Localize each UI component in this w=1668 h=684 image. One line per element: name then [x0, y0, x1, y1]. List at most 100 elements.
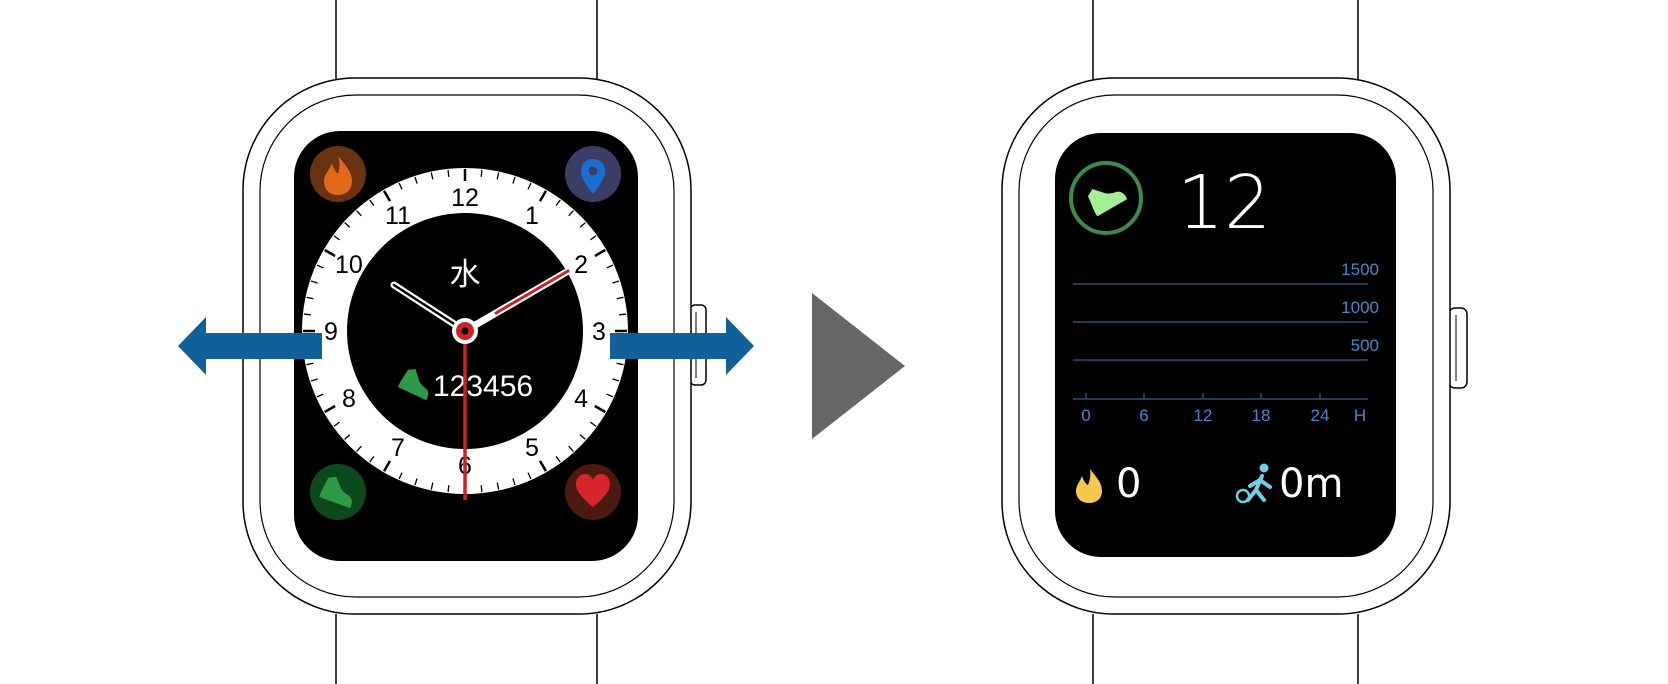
- swipe-right-arrow: [610, 317, 754, 375]
- dial-minor-tick: [579, 222, 586, 228]
- location-pin-icon: [565, 146, 621, 202]
- dial-minor-tick: [398, 472, 403, 480]
- left-watch: 121234567891011 水 123456: [178, 0, 754, 684]
- dial-minor-tick: [512, 478, 516, 486]
- dial-minor-tick: [616, 296, 624, 300]
- dial-minor-tick: [606, 393, 614, 398]
- dial-numbers: 121234567891011: [324, 184, 606, 480]
- dial-minor-tick: [480, 485, 483, 493]
- dial-minor-tick: [480, 169, 483, 177]
- steps-counter: 123456: [397, 365, 533, 403]
- hub-center: [461, 327, 469, 335]
- dial-minor-tick: [447, 169, 450, 177]
- dial-minor-tick: [590, 421, 597, 427]
- dial-minor-tick: [369, 199, 375, 206]
- dial-number: 10: [335, 251, 363, 279]
- step-ring-icon: [1069, 161, 1143, 235]
- graph-x-label: 24: [1311, 406, 1330, 425]
- dial-minor-tick: [398, 182, 403, 190]
- graph-x-ticks: [1085, 393, 1321, 399]
- dial-number: 1: [525, 202, 539, 230]
- dial-number: 12: [451, 184, 479, 212]
- dial-minor-tick: [430, 172, 434, 180]
- dial-major-tick: [594, 248, 606, 258]
- dial-minor-tick: [555, 199, 561, 206]
- step-value: 12: [1177, 160, 1271, 246]
- dial-minor-tick: [512, 176, 516, 184]
- dial-minor-tick: [333, 235, 340, 241]
- dial-minor-tick: [612, 378, 620, 382]
- distance-value: 0m: [1279, 461, 1343, 507]
- day-of-week: 水: [450, 257, 481, 293]
- dial-ticks: [303, 169, 627, 493]
- play-arrow-icon: [812, 293, 905, 439]
- dial-major-tick: [324, 404, 336, 414]
- calories-stat: 0: [1076, 461, 1141, 507]
- dial-major-tick: [382, 190, 392, 202]
- clock-hands: [390, 266, 574, 500]
- right-watch: 12 1500 1000 500 0 6 12 18 24 H 0: [1001, 0, 1468, 684]
- dial-minor-tick: [568, 210, 574, 217]
- step-count: 123456: [433, 370, 533, 403]
- dial-major-tick: [538, 460, 548, 472]
- dial-number: 5: [525, 434, 539, 462]
- dial-minor-tick: [606, 264, 614, 269]
- dial-minor-tick: [555, 456, 561, 463]
- dial-minor-tick: [306, 296, 314, 300]
- dial-minor-tick: [612, 280, 620, 284]
- dial-minor-tick: [590, 235, 597, 241]
- minute-hand-accent: [494, 269, 570, 315]
- heart-icon: [565, 464, 621, 520]
- dial-minor-tick: [344, 222, 351, 228]
- graph-x-label: 18: [1252, 406, 1271, 425]
- flame-icon: [310, 146, 366, 202]
- dial-minor-tick: [369, 456, 375, 463]
- dial-minor-tick: [579, 434, 586, 440]
- dial-minor-tick: [496, 172, 500, 180]
- dial-minor-tick: [316, 264, 324, 269]
- graph-x-unit: H: [1354, 406, 1366, 425]
- dial-minor-tick: [414, 176, 418, 184]
- dial-number: 11: [385, 202, 411, 230]
- dial-number: 4: [574, 385, 588, 413]
- dial-number: 7: [391, 434, 405, 462]
- dial-minor-tick: [316, 393, 324, 398]
- dial-minor-tick: [356, 445, 362, 452]
- graph-y-label: 500: [1351, 336, 1379, 355]
- right-crown: [1448, 307, 1468, 389]
- shoe-icon: [310, 464, 366, 520]
- graph-x-label: 0: [1081, 406, 1090, 425]
- right-watch-screen: [1055, 133, 1396, 557]
- dial-minor-tick: [310, 378, 318, 382]
- dial-minor-tick: [344, 434, 351, 440]
- dial-minor-tick: [527, 472, 532, 480]
- dial-minor-tick: [496, 482, 500, 490]
- dial-minor-tick: [356, 210, 362, 217]
- graph-x-label: 6: [1139, 406, 1148, 425]
- dial-minor-tick: [619, 313, 627, 316]
- walking-person-icon: [1235, 463, 1272, 504]
- dial-minor-tick: [310, 280, 318, 284]
- dial-minor-tick: [303, 313, 311, 316]
- dial-minor-tick: [306, 362, 314, 366]
- dial-number: 2: [574, 251, 588, 279]
- dial-major-tick: [538, 190, 548, 202]
- dial-major-tick: [594, 404, 606, 414]
- calories-value: 0: [1116, 461, 1141, 507]
- graph-y-label: 1000: [1341, 298, 1379, 317]
- dial-number: 3: [592, 318, 606, 346]
- dial-minor-tick: [568, 445, 574, 452]
- graph-y-label: 1500: [1341, 260, 1379, 279]
- swipe-left-arrow: [178, 317, 322, 375]
- dial-number: 8: [342, 385, 356, 413]
- dial-major-tick: [324, 248, 336, 258]
- swipe-left-right-arrows-icon: [178, 317, 754, 375]
- step-graph: 1500 1000 500 0 6 12 18 24 H: [1073, 260, 1379, 425]
- distance-stat: 0m: [1235, 461, 1343, 507]
- hour-hand-inner: [392, 283, 467, 333]
- dial-minor-tick: [527, 182, 532, 190]
- dial-number: 9: [324, 318, 338, 346]
- dial-minor-tick: [430, 482, 434, 490]
- dial-minor-tick: [414, 478, 418, 486]
- dial-major-tick: [382, 460, 392, 472]
